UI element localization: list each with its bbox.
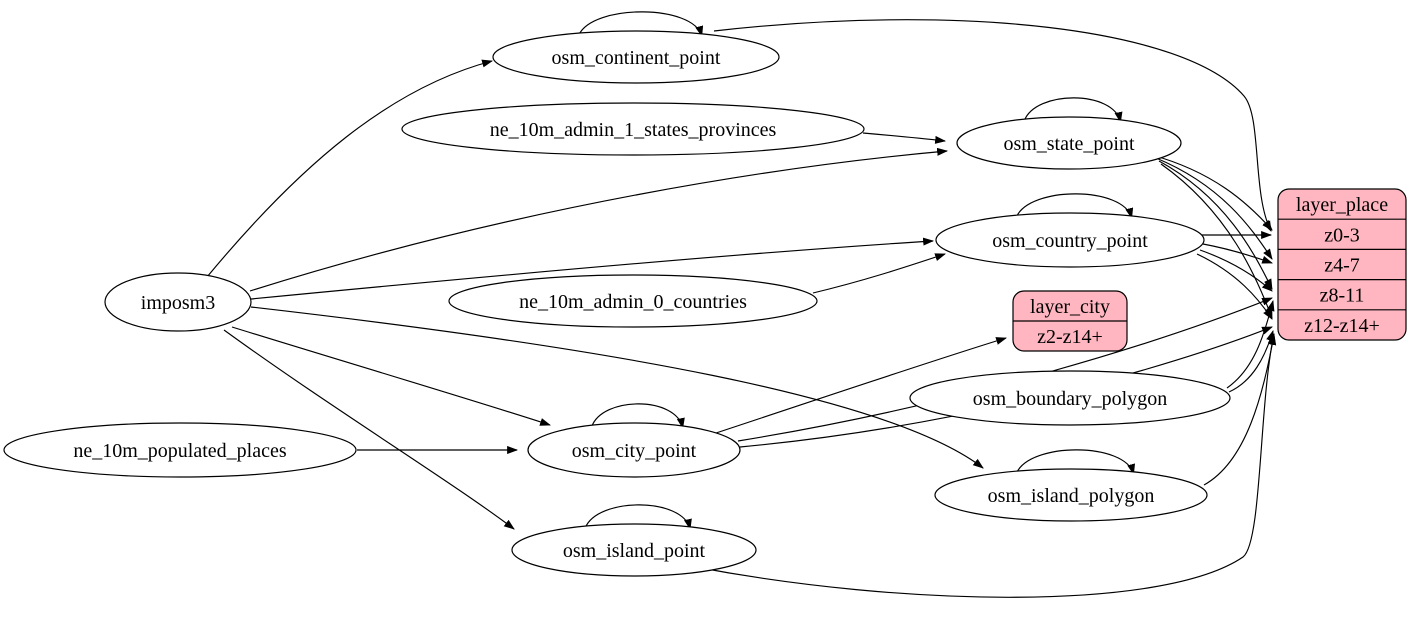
osm_island_point-label: osm_island_point — [563, 540, 706, 562]
layer_place-box — [1277, 188, 1407, 341]
edge-osm_boundary_polygon-to-layer_place-z8-11 — [1226, 299, 1275, 389]
osm_city_point-ellipse — [527, 422, 741, 478]
layer_place-title: layer_place — [1296, 194, 1388, 216]
osm_continent_point-ellipse — [492, 30, 780, 84]
osm_city_point-label: osm_city_point — [572, 440, 697, 462]
osm_continent_point-label: osm_continent_point — [552, 47, 721, 69]
layer_place-row-label: z12-z14+ — [1304, 315, 1380, 337]
layer_place-row-label: z4-7 — [1324, 255, 1360, 277]
node-layer_place: layer_place z0-3 z4-7 z8-11 z12-z14+ — [1277, 188, 1407, 341]
osm_country_point-ellipse — [935, 212, 1205, 268]
edge-osm_country_point-to-layer_place-z12-z14+ — [1196, 253, 1273, 320]
ne_10m_admin_0_countries-label: ne_10m_admin_0_countries — [519, 291, 747, 313]
edge-osm_state_point-to-layer_place-z4-7 — [1155, 157, 1273, 260]
ne_10m_admin_1_states_provinces-label: ne_10m_admin_1_states_provinces — [490, 119, 777, 141]
edge-osm_state_point-to-layer_place-z8-11 — [1158, 160, 1273, 290]
edge-imposm3-to-osm_continent_point — [206, 59, 494, 278]
layer_city-row-label: z2-z14+ — [1037, 326, 1103, 348]
node-ne_10m_admin_1_states_provinces: ne_10m_admin_1_states_provinces — [401, 102, 865, 156]
edge-osm_country_point-to-osm_country_point — [1015, 193, 1134, 220]
imposm3-ellipse — [104, 272, 252, 332]
osm_island_polygon-label: osm_island_polygon — [988, 485, 1155, 507]
layer_place-row-label: z0-3 — [1324, 224, 1360, 246]
edge-osm_state_point-to-layer_place-z0-3 — [1151, 154, 1273, 231]
edge-osm_continent_point-to-osm_continent_point — [578, 11, 704, 37]
osm_country_point-label: osm_country_point — [992, 230, 1148, 252]
edge-imposm3-to-osm_island_polygon — [250, 306, 984, 469]
node-osm_island_point: osm_island_point — [511, 523, 757, 577]
edge-osm_island_point-to-osm_island_point — [584, 504, 692, 531]
node-osm_boundary_polygon: osm_boundary_polygon — [909, 370, 1231, 426]
node-osm_city_point: osm_city_point — [527, 422, 741, 478]
edge-layer — [206, 11, 1277, 598]
edge-osm_state_point-to-osm_state_point — [1023, 97, 1123, 124]
node-ne_10m_populated_places: ne_10m_populated_places — [3, 422, 357, 478]
edge-ne_10m_admin_1_states_provinces-to-osm_state_point — [862, 132, 947, 144]
osm_boundary_polygon-label: osm_boundary_polygon — [973, 388, 1167, 410]
node-osm_country_point: osm_country_point — [935, 212, 1205, 268]
edge-osm_continent_point-to-layer_place-z0-3 — [713, 19, 1272, 232]
osm_island_point-ellipse — [511, 523, 757, 577]
node-osm_island_polygon: osm_island_polygon — [934, 468, 1208, 522]
edge-imposm3-to-osm_country_point — [250, 237, 935, 300]
ne_10m_populated_places-ellipse — [3, 422, 357, 478]
edge-imposm3-to-osm_island_point — [223, 329, 515, 530]
layer_place-row-label: z8-11 — [1320, 285, 1365, 307]
osm_state_point-ellipse — [956, 116, 1182, 170]
ne_10m_populated_places-label: ne_10m_populated_places — [73, 440, 286, 462]
node-osm_state_point: osm_state_point — [956, 116, 1182, 170]
imposm3-label: imposm3 — [141, 292, 215, 314]
ne_10m_admin_1_states_provinces-ellipse — [401, 102, 865, 156]
node-ne_10m_admin_0_countries: ne_10m_admin_0_countries — [448, 274, 818, 328]
edge-osm_city_point-to-layer_city-z2-z14+ — [712, 337, 1007, 435]
edge-osm_island_polygon-to-osm_island_polygon — [1016, 449, 1135, 476]
node-layer: imposm3 osm_continent_point ne_10m_admin_1… — [3, 30, 1407, 577]
layer_city-title: layer_city — [1030, 296, 1110, 318]
edge-imposm3-to-osm_city_point — [231, 326, 551, 426]
ne_10m_admin_0_countries-ellipse — [448, 274, 818, 328]
edge-osm_island_point-to-layer_place-z12-z14+ — [695, 332, 1276, 598]
edge-osm_country_point-to-layer_place-z4-7 — [1202, 243, 1273, 264]
edge-ne_10m_admin_0_countries-to-osm_country_point — [812, 253, 946, 294]
edge-imposm3-to-osm_state_point — [249, 147, 949, 292]
node-layer_city: layer_city z2-z14+ — [1012, 290, 1128, 352]
node-osm_continent_point: osm_continent_point — [492, 30, 780, 84]
edge-osm_city_point-to-osm_city_point — [591, 403, 685, 430]
osm_island_polygon-ellipse — [934, 468, 1208, 522]
edge-osm_country_point-to-layer_place-z8-11 — [1199, 249, 1273, 292]
node-imposm3: imposm3 — [104, 272, 252, 332]
osm_boundary_polygon-ellipse — [909, 370, 1231, 426]
osm_state_point-label: osm_state_point — [1003, 133, 1135, 155]
